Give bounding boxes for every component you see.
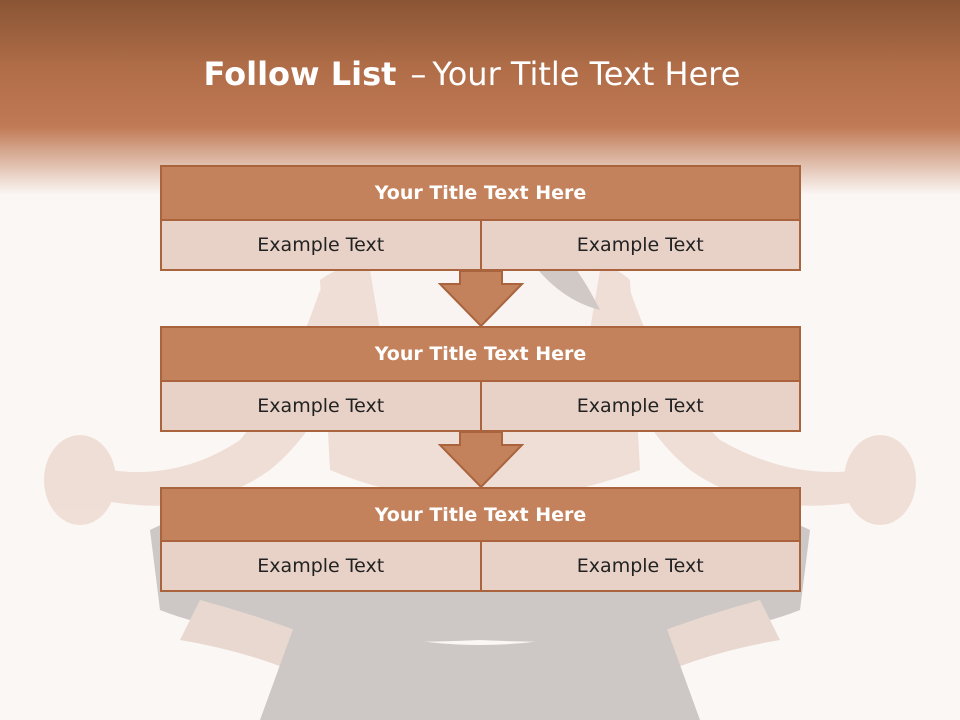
block-row: Example Text Example Text — [160, 221, 801, 271]
title-strong: Follow List — [203, 55, 397, 93]
block-cell-left: Example Text — [162, 542, 480, 590]
list-block-3: Your Title Text Here Example Text Exampl… — [160, 487, 801, 592]
list-block-1: Your Title Text Here Example Text Exampl… — [160, 165, 801, 271]
header-band — [0, 0, 960, 195]
block-cell-right: Example Text — [479, 542, 799, 590]
slide-title: Follow List–Your Title Text Here — [0, 55, 944, 93]
block-title: Your Title Text Here — [160, 487, 801, 542]
title-rest: Your Title Text Here — [432, 55, 741, 93]
block-cell-left: Example Text — [162, 382, 480, 430]
block-row: Example Text Example Text — [160, 542, 801, 592]
block-cell-right: Example Text — [479, 382, 799, 430]
title-separator: – — [410, 55, 427, 93]
block-cell-right: Example Text — [479, 221, 799, 269]
down-arrow-icon — [438, 270, 524, 328]
list-block-2: Your Title Text Here Example Text Exampl… — [160, 326, 801, 432]
block-title: Your Title Text Here — [160, 326, 801, 382]
block-row: Example Text Example Text — [160, 382, 801, 432]
block-cell-left: Example Text — [162, 221, 480, 269]
down-arrow-icon — [438, 431, 524, 489]
block-title: Your Title Text Here — [160, 165, 801, 221]
